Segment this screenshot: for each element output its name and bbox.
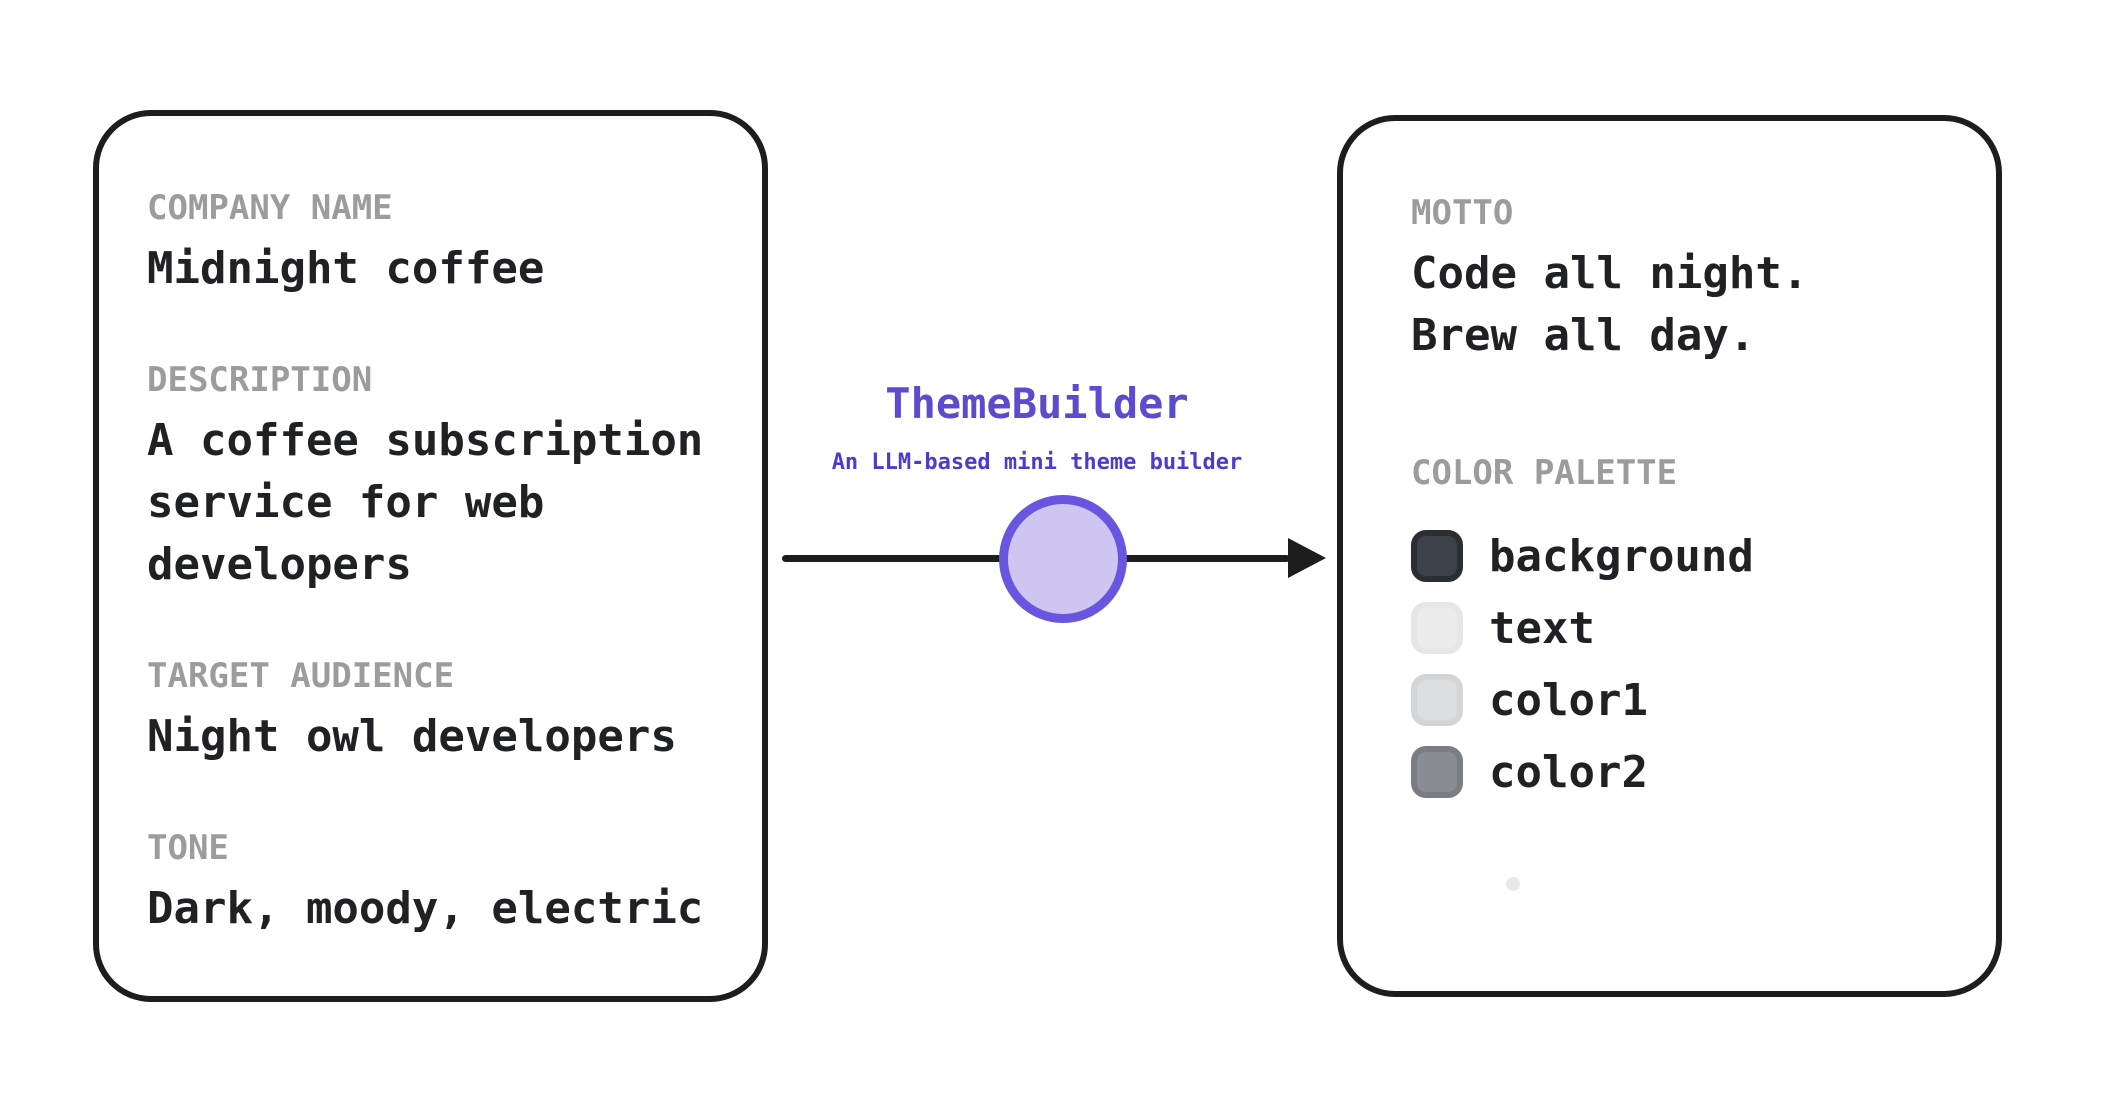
field-label: TONE — [147, 828, 229, 868]
palette-row-text: text — [1411, 597, 1972, 659]
palette-row-color2: color2 — [1411, 741, 1972, 803]
color-swatch-color2 — [1411, 746, 1463, 798]
field-label: COMPANY NAME — [147, 188, 393, 228]
input-card: COMPANY NAME Midnight coffee DESCRIPTION… — [93, 110, 768, 1002]
field-value: Night owl developers — [147, 711, 677, 762]
decorative-dot — [1506, 877, 1520, 891]
output-card: MOTTO Code all night. Brew all day. COLO… — [1337, 115, 2002, 997]
field-value: A coffee subscription service for web de… — [147, 415, 704, 590]
field-value: Dark, moody, electric — [147, 883, 704, 934]
field-label: MOTTO — [1411, 193, 1514, 233]
themebuilder-title: ThemeBuilder — [885, 379, 1189, 428]
field-color-palette: COLOR PALETTE background text color1 col… — [1411, 451, 1972, 803]
palette-row-color1: color1 — [1411, 669, 1972, 731]
palette-row-background: background — [1411, 525, 1972, 587]
field-tone: TONE Dark, moody, electric — [147, 826, 734, 940]
flow-arrow-head — [1288, 538, 1326, 578]
palette-name: background — [1489, 530, 1754, 582]
field-value: Midnight coffee — [147, 243, 545, 294]
field-label: TARGET AUDIENCE — [147, 656, 455, 696]
processor-node-circle — [999, 495, 1127, 623]
motto-line-2: Brew all day. — [1411, 310, 1756, 361]
themebuilder-subtitle: An LLM-based mini theme builder — [831, 450, 1243, 475]
field-target-audience: TARGET AUDIENCE Night owl developers — [147, 654, 734, 768]
field-description: DESCRIPTION A coffee subscription servic… — [147, 358, 734, 596]
color-swatch-background — [1411, 530, 1463, 582]
palette-name: text — [1489, 602, 1595, 654]
color-swatch-text — [1411, 602, 1463, 654]
palette-list: background text color1 color2 — [1411, 525, 1972, 803]
motto-line-1: Code all night. — [1411, 248, 1809, 299]
themebuilder-header: ThemeBuilder An LLM-based mini theme bui… — [787, 380, 1287, 476]
field-company-name: COMPANY NAME Midnight coffee — [147, 186, 734, 300]
field-label: DESCRIPTION — [147, 360, 373, 400]
palette-name: color2 — [1489, 746, 1648, 798]
field-motto: MOTTO Code all night. Brew all day. — [1411, 191, 1972, 367]
field-label: COLOR PALETTE — [1411, 453, 1678, 493]
color-swatch-color1 — [1411, 674, 1463, 726]
palette-name: color1 — [1489, 674, 1648, 726]
